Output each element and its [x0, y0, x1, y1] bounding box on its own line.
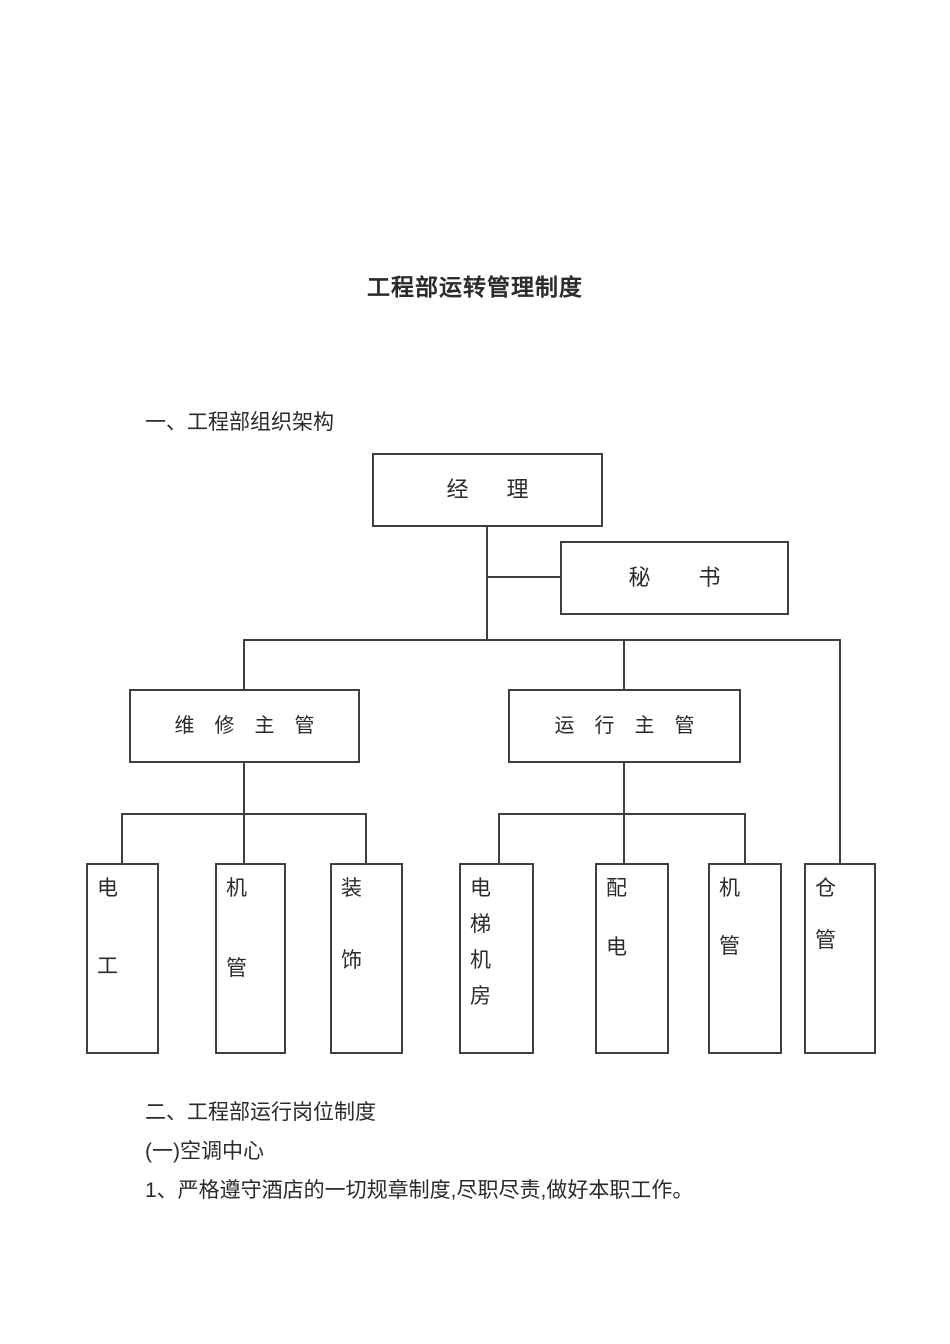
connector-line — [243, 814, 245, 863]
org-box-machine-mgmt-1: 机管 — [215, 863, 286, 1054]
org-box-manager: 经理 — [372, 453, 603, 527]
org-box-operation-supervisor-label: 运行主管 — [554, 715, 695, 737]
org-box-electrician: 电工 — [86, 863, 159, 1054]
org-box-power-distribution: 配电 — [595, 863, 669, 1054]
org-box-maintenance-supervisor-label: 维修主管 — [174, 715, 315, 737]
connector-line — [121, 814, 123, 863]
connector-line — [623, 763, 625, 814]
connector-line — [243, 763, 245, 814]
section-heading-operation-rules: 二、工程部运行岗位制度 — [145, 1101, 376, 1124]
org-box-decoration-label: 装饰 — [341, 877, 362, 972]
connector-line — [498, 814, 500, 863]
connector-line — [486, 527, 488, 640]
org-box-secretary-label: 秘书 — [628, 565, 721, 590]
org-box-warehouse: 仓管 — [804, 863, 876, 1054]
org-box-machine-mgmt-1-label: 机管 — [226, 877, 247, 980]
org-box-machine-mgmt-2: 机管 — [708, 863, 782, 1054]
page-title: 工程部运转管理制度 — [367, 274, 583, 300]
section-heading-org-structure: 一、工程部组织架构 — [145, 411, 334, 434]
connector-line — [365, 814, 367, 863]
connector-line — [243, 639, 841, 641]
org-box-electrician-label: 电工 — [97, 877, 118, 978]
connector-line — [243, 640, 245, 689]
org-box-machine-mgmt-2-label: 机管 — [719, 877, 740, 958]
org-box-decoration: 装饰 — [330, 863, 403, 1054]
org-box-warehouse-label: 仓管 — [815, 877, 836, 952]
connector-line — [839, 640, 841, 863]
org-box-secretary: 秘书 — [560, 541, 789, 615]
connector-line — [623, 814, 625, 863]
org-box-operation-supervisor: 运行主管 — [508, 689, 741, 763]
connector-line — [487, 576, 562, 578]
subsection-heading-ac-center: (一)空调中心 — [145, 1140, 264, 1163]
org-box-elevator-machine-room: 电梯机房 — [459, 863, 534, 1054]
connector-line — [623, 640, 625, 689]
org-box-elevator-machine-room-label: 电梯机房 — [470, 877, 491, 1008]
connector-line — [498, 813, 746, 815]
org-box-power-distribution-label: 配电 — [606, 877, 627, 959]
org-box-manager-label: 经理 — [446, 477, 529, 502]
connector-line — [744, 814, 746, 863]
org-box-maintenance-supervisor: 维修主管 — [129, 689, 360, 763]
body-item-rule-1: 1、严格遵守酒店的一切规章制度,尽职尽责,做好本职工作。 — [145, 1179, 694, 1202]
